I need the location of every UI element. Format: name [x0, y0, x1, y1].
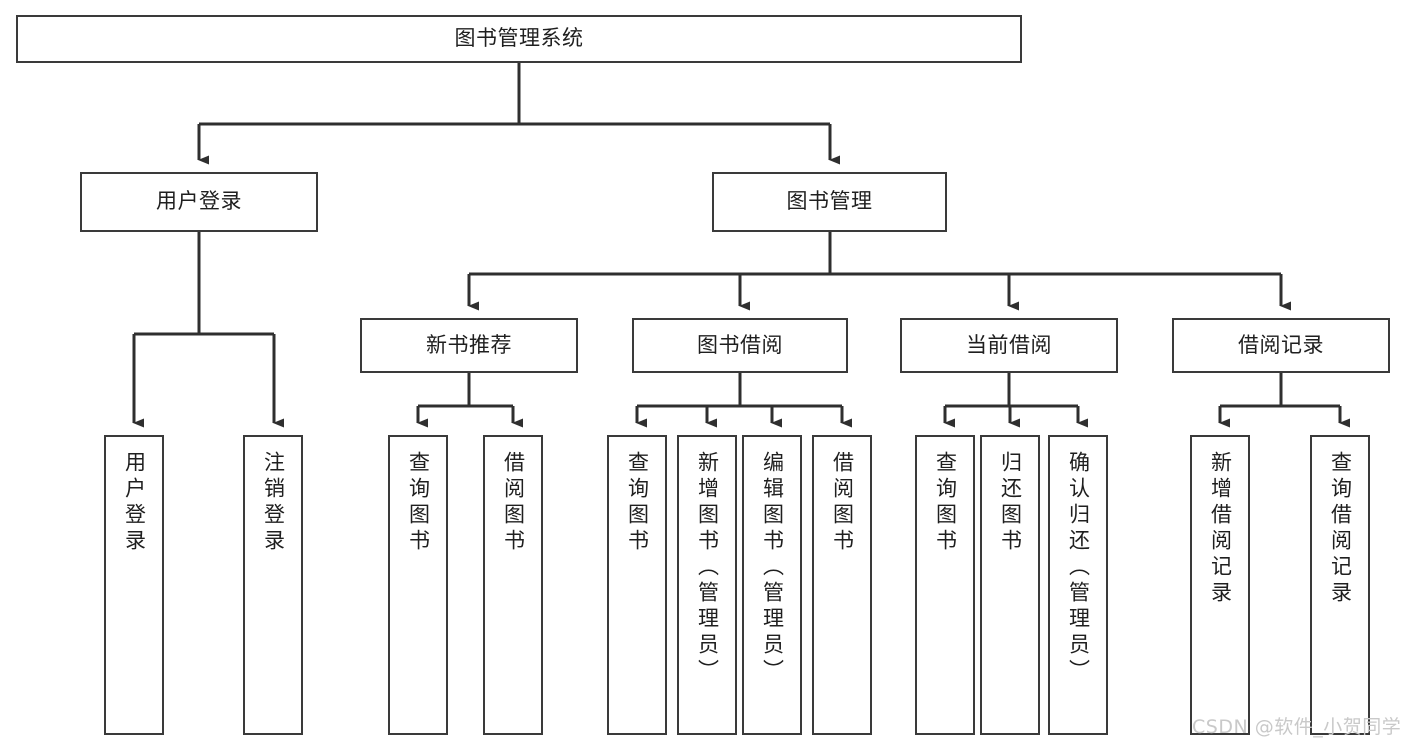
node-label: 查询图书	[933, 451, 958, 555]
node-label: 用户登录	[122, 451, 147, 555]
csdn-watermark: CSDN @软件_小贺同学	[1192, 716, 1402, 738]
node-label: 新增借阅记录	[1208, 451, 1233, 607]
node-label: 归还图书	[998, 451, 1023, 555]
node-leaf-add-borrow-record[interactable]: 新增借阅记录	[1190, 435, 1250, 735]
node-label: 借阅图书	[501, 451, 526, 555]
node-new-book-recommend[interactable]: 新书推荐	[360, 318, 578, 373]
node-leaf-return-book[interactable]: 归还图书	[980, 435, 1040, 735]
node-borrow-record[interactable]: 借阅记录	[1172, 318, 1390, 373]
node-leaf-add-book-admin[interactable]: 新增图书（管理员）	[677, 435, 737, 735]
node-label: 查询图书	[406, 451, 431, 555]
node-label: 确认归还（管理员）	[1066, 451, 1091, 685]
node-leaf-user-login[interactable]: 用户登录	[104, 435, 164, 735]
node-label: 借阅记录	[1238, 332, 1324, 357]
node-book-management[interactable]: 图书管理	[712, 172, 947, 232]
node-label: 查询借阅记录	[1328, 451, 1353, 607]
node-user-login[interactable]: 用户登录	[80, 172, 318, 232]
node-label: 借阅图书	[830, 451, 855, 555]
node-leaf-query-borrow-record[interactable]: 查询借阅记录	[1310, 435, 1370, 735]
node-book-borrow[interactable]: 图书借阅	[632, 318, 848, 373]
node-leaf-query-book-borrow[interactable]: 查询图书	[607, 435, 667, 735]
node-leaf-confirm-return-admin[interactable]: 确认归还（管理员）	[1048, 435, 1108, 735]
node-current-borrow[interactable]: 当前借阅	[900, 318, 1118, 373]
node-label: 编辑图书（管理员）	[760, 451, 785, 685]
node-leaf-edit-book-admin[interactable]: 编辑图书（管理员）	[742, 435, 802, 735]
node-leaf-logout-login[interactable]: 注销登录	[243, 435, 303, 735]
node-leaf-query-book-recommend[interactable]: 查询图书	[388, 435, 448, 735]
node-leaf-borrow-book[interactable]: 借阅图书	[812, 435, 872, 735]
node-label: 注销登录	[261, 451, 286, 555]
node-leaf-borrow-book-recommend[interactable]: 借阅图书	[483, 435, 543, 735]
node-label: 新书推荐	[426, 332, 512, 357]
node-label: 查询图书	[625, 451, 650, 555]
node-root-system[interactable]: 图书管理系统	[16, 15, 1022, 63]
node-label: 当前借阅	[966, 332, 1052, 357]
node-label: 图书借阅	[697, 332, 783, 357]
node-label: 图书管理系统	[454, 26, 584, 51]
node-label: 用户登录	[156, 189, 242, 214]
node-leaf-query-book-current[interactable]: 查询图书	[915, 435, 975, 735]
node-label: 新增图书（管理员）	[695, 451, 720, 685]
node-label: 图书管理	[786, 189, 873, 214]
